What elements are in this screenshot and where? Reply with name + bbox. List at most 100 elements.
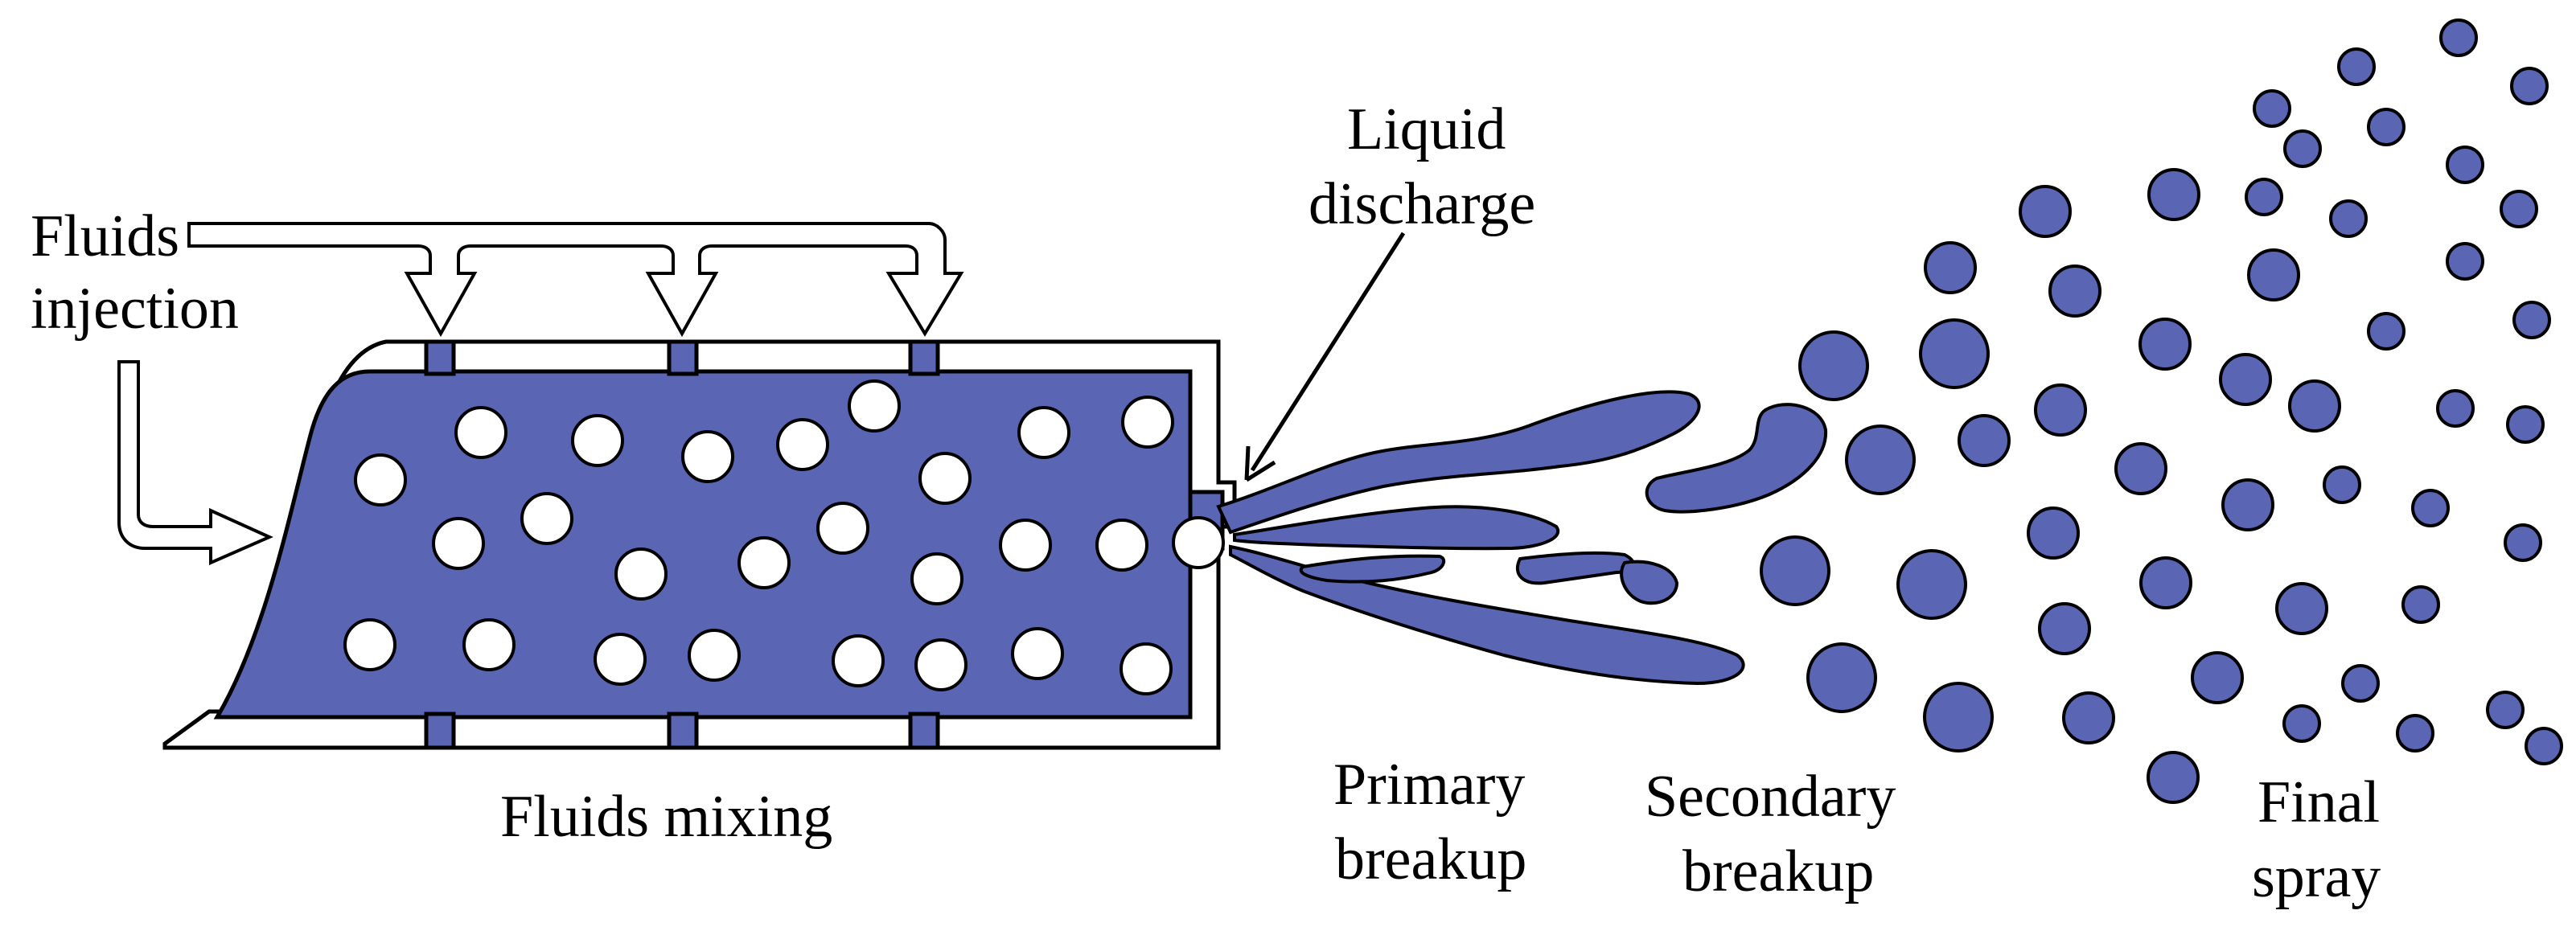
bubble — [737, 536, 791, 589]
droplet — [2034, 383, 2087, 437]
droplet — [2275, 582, 2328, 635]
droplet — [2436, 389, 2475, 428]
bubble — [594, 633, 647, 686]
droplet — [2446, 146, 2484, 184]
bubble — [1172, 516, 1225, 569]
bubble — [1121, 396, 1174, 449]
label-liquid-discharge-line1: Liquid — [1347, 96, 1506, 162]
label-fluids-injection-line2: injection — [31, 276, 239, 342]
label-fluids-mixing: Fluids mixing — [500, 784, 832, 850]
fragment — [1515, 551, 1635, 585]
bubble — [776, 418, 829, 471]
nozzle — [162, 339, 1237, 750]
bottom-port — [424, 712, 456, 750]
droplet — [2367, 108, 2405, 146]
bubble — [914, 638, 968, 691]
droplet — [2038, 602, 2091, 655]
bubble — [454, 406, 507, 459]
droplet — [1806, 642, 1877, 713]
bubble — [614, 547, 668, 601]
droplet — [2486, 691, 2525, 729]
label-primary-breakup-line2: breakup — [1335, 826, 1526, 892]
droplet — [2283, 129, 2322, 168]
droplet — [1896, 549, 1967, 620]
label-liquid-discharge-line2: discharge — [1309, 171, 1535, 237]
bubble — [910, 552, 963, 605]
bubble — [1017, 406, 1070, 459]
bubble — [462, 618, 516, 671]
bubble — [343, 618, 396, 671]
droplet — [2247, 248, 2300, 301]
droplet — [1919, 318, 1990, 389]
droplet — [1760, 535, 1830, 606]
labels: Fluids injection Liquid discharge Fluids… — [31, 96, 2381, 910]
injection-arrow-manifold — [187, 222, 964, 338]
droplet — [2525, 727, 2563, 765]
bubble — [848, 379, 901, 433]
droplet — [1958, 414, 2011, 467]
pointer-line — [1250, 232, 1406, 472]
secondary-breakup-fragments — [1515, 403, 1828, 605]
ligament — [1299, 554, 1446, 584]
bubble — [999, 519, 1052, 572]
droplet — [2506, 405, 2545, 444]
ligament — [1233, 505, 1559, 551]
droplet — [2329, 199, 2368, 238]
droplet — [2019, 185, 2072, 238]
droplet — [1845, 424, 1916, 495]
droplet — [2253, 89, 2291, 128]
droplet — [2367, 312, 2405, 351]
bubble — [1120, 642, 1173, 695]
droplet — [1923, 682, 1994, 753]
pointer-arrowhead — [1244, 445, 1276, 482]
droplet — [2288, 379, 2341, 433]
bubble — [816, 502, 869, 555]
label-final-spray-line1: Final — [2258, 769, 2380, 835]
bottom-port — [667, 712, 699, 750]
label-secondary-breakup-line1: Secondary — [1645, 764, 1896, 830]
droplet — [2396, 714, 2434, 753]
droplet — [2245, 178, 2283, 216]
bubble — [1011, 627, 1064, 680]
droplet — [1924, 241, 1977, 294]
bubble — [832, 634, 885, 687]
label-fluids-injection-line1: Fluids — [31, 203, 179, 269]
droplet — [2282, 704, 2321, 743]
droplet — [2139, 556, 2192, 609]
droplet — [2341, 664, 2380, 703]
injection-port — [667, 339, 699, 376]
gas-bubbles — [343, 379, 1225, 695]
liquid-discharge-pointer — [1244, 232, 1406, 482]
droplet — [2027, 506, 2080, 560]
bubble — [1095, 519, 1148, 572]
bubble — [520, 492, 573, 545]
droplet — [2114, 442, 2167, 495]
fragment — [1645, 403, 1828, 514]
primary-breakup-ligaments — [1216, 390, 1745, 686]
droplet — [2191, 651, 2244, 704]
droplet — [2147, 168, 2200, 221]
bottom-port — [908, 712, 940, 750]
label-secondary-breakup-line2: breakup — [1682, 839, 1874, 904]
droplet — [2500, 190, 2538, 228]
droplet — [2411, 489, 2450, 527]
bubble — [918, 452, 972, 505]
droplet — [2221, 478, 2274, 531]
bubble — [571, 414, 624, 467]
droplet — [2138, 318, 2192, 371]
bubble — [681, 430, 734, 483]
label-final-spray-line2: spray — [2252, 844, 2381, 910]
droplet — [2219, 353, 2272, 406]
fragment — [1620, 560, 1679, 605]
droplet — [2504, 523, 2542, 562]
bubble — [432, 517, 485, 570]
droplet — [2323, 465, 2361, 504]
injection-arrows — [117, 222, 964, 566]
injection-port — [424, 339, 456, 376]
droplet — [2439, 18, 2478, 57]
bubble — [688, 629, 741, 682]
droplet — [2512, 301, 2551, 339]
droplet — [2401, 585, 2440, 624]
injection-port — [908, 339, 940, 376]
